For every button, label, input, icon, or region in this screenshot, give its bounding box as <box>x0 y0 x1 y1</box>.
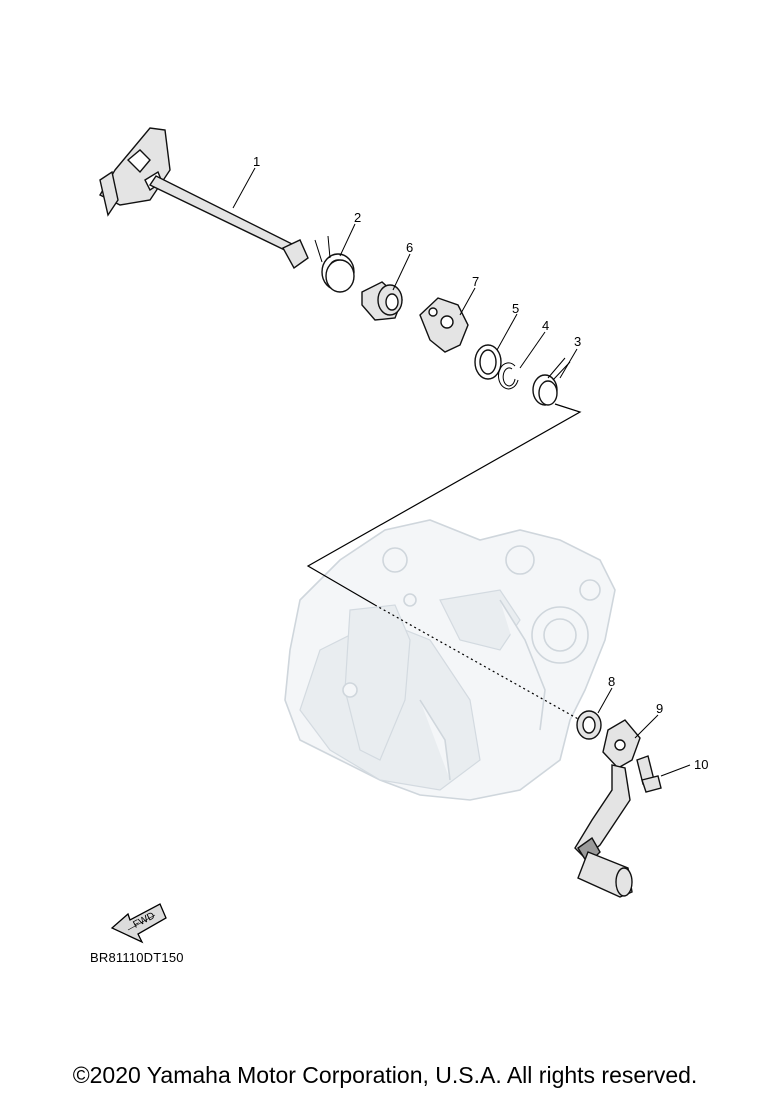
callout-8: 8 <box>608 674 615 689</box>
bolt-part-10 <box>636 755 662 793</box>
torsion-spring-part-3 <box>532 357 571 406</box>
callout-5: 5 <box>512 301 519 316</box>
collar-part-6 <box>361 281 403 321</box>
callout-labels: 1 2 3 4 5 6 7 8 9 10 <box>253 154 708 772</box>
copyright-notice: ©2020 Yamaha Motor Corporation, U.S.A. A… <box>72 1062 698 1088</box>
shift-shaft-part-1 <box>99 127 309 270</box>
callout-4: 4 <box>542 318 549 333</box>
shift-pedal-part-9 <box>574 719 641 898</box>
oil-seal-part-8 <box>576 710 602 740</box>
fwd-arrow-icon: FWD <box>110 903 167 944</box>
stopper-lever-part-7 <box>419 297 469 353</box>
spring-part-2 <box>314 235 355 293</box>
callout-9: 9 <box>656 701 663 716</box>
callout-7: 7 <box>472 274 479 289</box>
circlip-part-4 <box>498 362 519 390</box>
assembly-lines <box>306 403 582 721</box>
crankcase-ghost <box>284 519 616 801</box>
callout-3: 3 <box>574 334 581 349</box>
callout-6: 6 <box>406 240 413 255</box>
diagram-code: BR81110DT150 <box>90 950 184 965</box>
leader-lines <box>232 167 691 777</box>
washer-part-5 <box>474 344 502 380</box>
callout-2: 2 <box>354 210 361 225</box>
callout-10: 10 <box>694 757 708 772</box>
callout-1: 1 <box>253 154 260 169</box>
